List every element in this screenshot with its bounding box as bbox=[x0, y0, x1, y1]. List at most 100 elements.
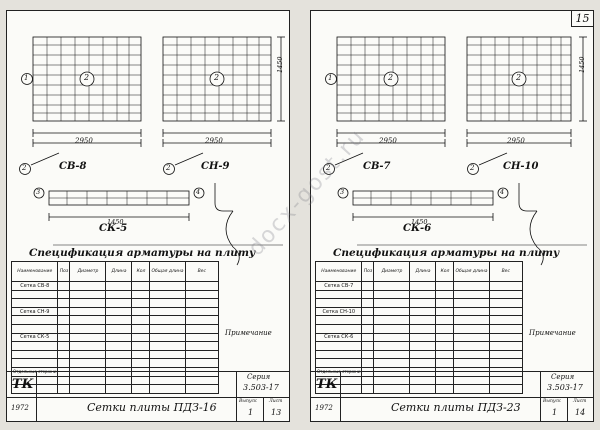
mesh-mark-2: СН-10 bbox=[503, 161, 539, 172]
title-block: ТК Серия 3.503-17 1972 Сетки плиты ПДЗ-2… bbox=[311, 371, 593, 421]
spec-cell bbox=[314, 384, 363, 394]
sheet-number: 14 bbox=[575, 408, 586, 417]
drawing-title: Сетки плиты ПДЗ-23 bbox=[391, 401, 521, 414]
spec-cell: Сетка СН-9 bbox=[10, 306, 59, 317]
table-row bbox=[314, 289, 524, 300]
spec-cell: Сетка СВ-7 bbox=[314, 281, 363, 291]
spec-header: Вес bbox=[488, 261, 524, 282]
reinforcement-drawing bbox=[19, 36, 285, 266]
note-label: Примечание bbox=[225, 329, 272, 337]
mesh-position-label: 1 bbox=[24, 74, 29, 82]
table-row bbox=[10, 384, 220, 394]
dimension-label: 2950 bbox=[75, 137, 93, 145]
mesh-position-label: 2 bbox=[22, 164, 27, 172]
spec-cell bbox=[314, 315, 363, 325]
spec-cell bbox=[10, 323, 59, 334]
issue-label: Выпуск bbox=[239, 399, 257, 404]
spec-title: Спецификация арматуры на плиту bbox=[333, 247, 560, 259]
table-row: Сетка СК-5 bbox=[10, 332, 220, 343]
mesh-mark-3: СК-6 bbox=[403, 223, 432, 234]
year-label: 1972 bbox=[11, 404, 29, 412]
mesh-position-label: 2 bbox=[166, 164, 171, 172]
spec-header: Диаметр bbox=[373, 261, 411, 282]
org-label: ТК bbox=[316, 377, 338, 392]
series-number: 3.503-17 bbox=[243, 383, 279, 392]
spec-cell: Сетка СК-6 bbox=[314, 332, 363, 343]
mesh-position-label: 2 bbox=[388, 73, 394, 82]
dimension-label: 2950 bbox=[507, 137, 525, 145]
note-label: Примечание bbox=[529, 329, 576, 337]
spec-header: Поз bbox=[57, 261, 71, 282]
spec-cell: Сетка СК-5 bbox=[10, 332, 59, 343]
drawing-sheet-left: СВ-8 СН-9 СК-5 2 2 1 2 2 3 4 2950 2950 1… bbox=[6, 10, 290, 422]
spec-header: Длина bbox=[105, 261, 133, 282]
mesh-position-label: 4 bbox=[500, 188, 505, 196]
spec-cell bbox=[10, 349, 59, 360]
dimension-label: 1450 bbox=[411, 218, 428, 226]
dimension-label: 2950 bbox=[379, 137, 397, 145]
dimension-label: 1450 bbox=[578, 56, 586, 73]
mesh-position-label: 2 bbox=[326, 164, 331, 172]
mesh-position-label: 2 bbox=[470, 164, 475, 172]
spec-header: Кол bbox=[131, 261, 151, 282]
spec-cell bbox=[10, 384, 59, 394]
mesh-position-label: 1 bbox=[328, 74, 333, 82]
table-row bbox=[314, 341, 524, 351]
spec-header: Общая длина bbox=[149, 261, 186, 282]
table-row bbox=[10, 323, 220, 334]
spec-header: Диаметр bbox=[69, 261, 107, 282]
table-row: Сетка СН-10 bbox=[314, 306, 524, 317]
spec-header: Кол bbox=[435, 261, 455, 282]
drawing-title: Сетки плиты ПДЗ-16 bbox=[87, 401, 217, 414]
mesh-mark-2: СН-9 bbox=[201, 161, 230, 172]
reinforcement-drawing bbox=[323, 36, 587, 266]
mesh-position-label: 2 bbox=[516, 73, 522, 82]
mesh-mark-1: СВ-8 bbox=[59, 161, 87, 172]
table-row bbox=[314, 315, 524, 325]
drawing-sheet-right: 15 bbox=[310, 10, 594, 422]
dimension-label: 1450 bbox=[107, 218, 124, 226]
table-row bbox=[10, 298, 220, 308]
spec-cell: Сетка СН-10 bbox=[314, 306, 363, 317]
dimension-label: 2950 bbox=[205, 137, 223, 145]
table-row bbox=[314, 358, 524, 368]
spec-cell bbox=[314, 341, 363, 351]
table-row bbox=[10, 341, 220, 351]
spec-header-row: Наименование Поз Диаметр Длина Кол Общая… bbox=[10, 261, 220, 282]
table-row bbox=[10, 315, 220, 325]
spec-header: Общая длина bbox=[453, 261, 490, 282]
spec-table: Наименование Поз Диаметр Длина Кол Общая… bbox=[10, 261, 220, 394]
mesh-position-label: 3 bbox=[36, 188, 41, 196]
spec-cell bbox=[314, 358, 363, 368]
spec-cell bbox=[314, 298, 363, 308]
spec-cell bbox=[314, 349, 363, 360]
spec-cell bbox=[10, 298, 59, 308]
issue-label: Выпуск bbox=[543, 399, 561, 404]
org-label: ТК bbox=[12, 377, 34, 392]
spec-header-row: Наименование Поз Диаметр Длина Кол Общая… bbox=[314, 261, 524, 282]
mesh-position-label: 2 bbox=[214, 73, 220, 82]
sheet-label: Лист bbox=[573, 399, 587, 404]
spec-title: Спецификация арматуры на плиту bbox=[29, 247, 256, 259]
mesh-position-label: 4 bbox=[196, 188, 201, 196]
table-row: Сетка СВ-7 bbox=[314, 281, 524, 291]
table-row bbox=[314, 349, 524, 360]
table-row bbox=[10, 289, 220, 300]
mesh-position-label: 2 bbox=[84, 73, 90, 82]
spec-header: Длина bbox=[409, 261, 437, 282]
table-row bbox=[314, 384, 524, 394]
spec-cell bbox=[10, 358, 59, 368]
table-row: Сетка СК-6 bbox=[314, 332, 524, 343]
table-row: Сетка СВ-8 bbox=[10, 281, 220, 291]
issue-number: 1 bbox=[248, 408, 254, 417]
spec-cell: Сетка СВ-8 bbox=[10, 281, 59, 291]
sheet-number: 13 bbox=[271, 408, 282, 417]
series-number: 3.503-17 bbox=[547, 383, 583, 392]
table-row bbox=[10, 358, 220, 368]
table-row bbox=[314, 323, 524, 334]
sheet-label: Лист bbox=[269, 399, 283, 404]
dimension-label: 1450 bbox=[276, 56, 284, 73]
table-row bbox=[10, 349, 220, 360]
page-number: 15 bbox=[571, 11, 593, 27]
spec-header: Поз bbox=[361, 261, 375, 282]
